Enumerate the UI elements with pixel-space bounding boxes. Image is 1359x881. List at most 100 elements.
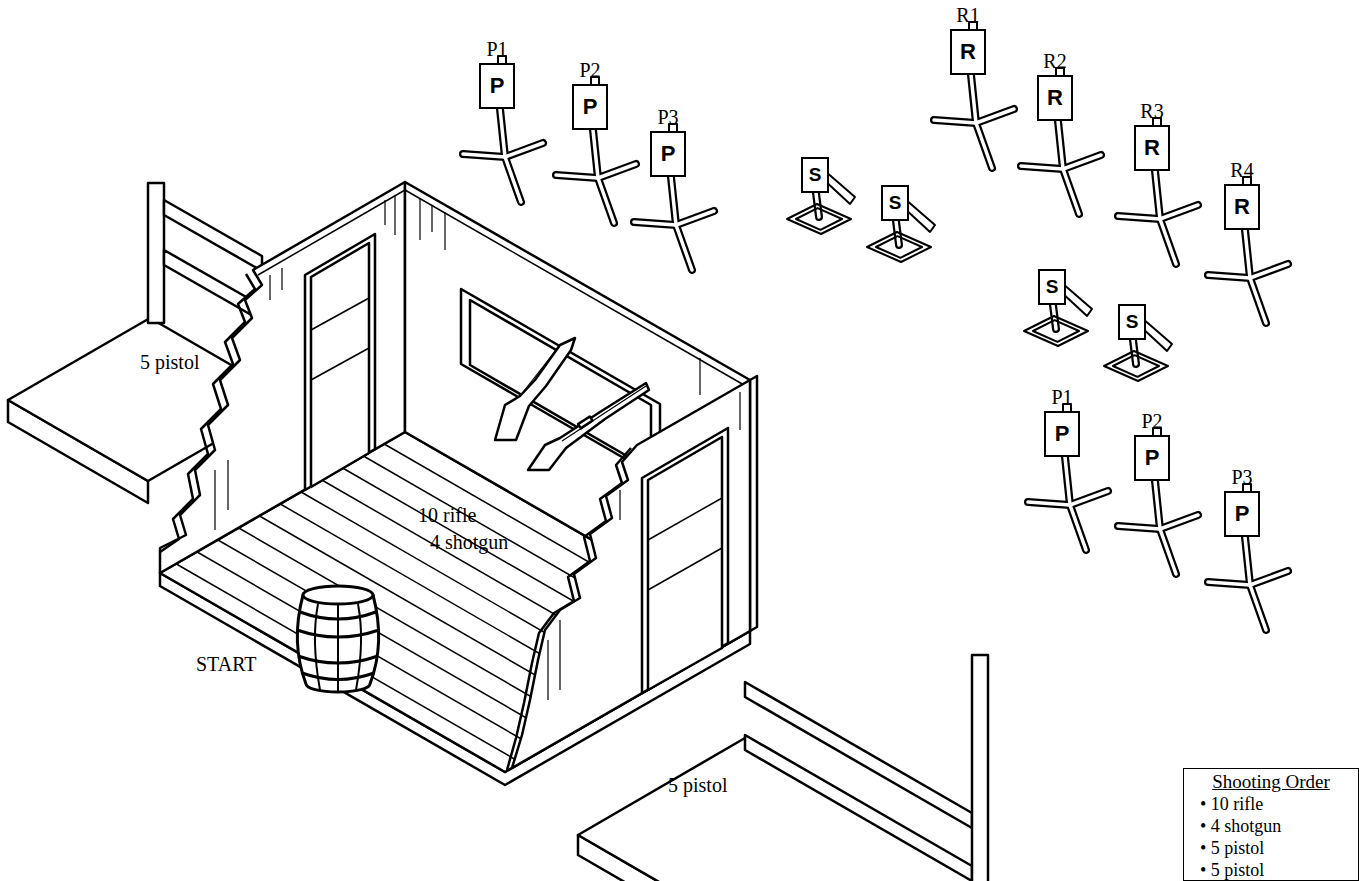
- stand-leg: [1250, 571, 1288, 585]
- station-label: 4 shotgun: [430, 530, 508, 554]
- rail: [164, 250, 262, 321]
- stand-leg: [1160, 515, 1198, 529]
- wall-face: [512, 380, 750, 768]
- shotgun-target: S: [801, 157, 829, 193]
- stand-leg: [1058, 121, 1063, 169]
- stand-leg: [1208, 275, 1250, 278]
- stand-leg: [1021, 166, 1063, 169]
- target-base: [867, 232, 931, 262]
- stand-leg: [1208, 582, 1250, 585]
- stand-leg: [976, 109, 1014, 123]
- target-letter: S: [1040, 271, 1064, 303]
- stand-leg: [1160, 205, 1198, 219]
- window-frame: [470, 300, 651, 470]
- stand-parts: [498, 22, 1251, 491]
- stand-leg: [671, 177, 676, 225]
- order-item: • 5 pistol: [1192, 837, 1350, 859]
- barrel-top: [303, 586, 373, 604]
- stand-leg: [1118, 526, 1160, 529]
- stand-leg: [971, 75, 976, 123]
- stand-leg: [505, 143, 543, 157]
- stand-leg: [976, 123, 992, 168]
- stand-leg: [1160, 205, 1198, 219]
- right-porch: [578, 655, 988, 881]
- stand-leg: [593, 130, 598, 178]
- stand-leg: [1118, 216, 1160, 219]
- target-letter: P: [481, 65, 513, 107]
- stand-leg: [1058, 121, 1063, 169]
- shotgun-symbol: [495, 338, 575, 440]
- target-base: [787, 204, 851, 234]
- target-number: P1: [459, 38, 535, 60]
- floor-plank: [197, 552, 542, 751]
- paper-target: P1P: [479, 63, 515, 109]
- stand-leg: [1250, 278, 1266, 323]
- stand-leg: [598, 178, 614, 223]
- stand-leg: [976, 109, 1014, 123]
- target-base: [796, 208, 842, 230]
- shotgun-target: S: [1118, 304, 1146, 340]
- stand-leg: [976, 123, 992, 168]
- stand-leg: [1155, 171, 1160, 219]
- stand-leg: [500, 109, 505, 157]
- stand-leg: [1155, 481, 1160, 529]
- stand-leg: [1070, 491, 1108, 505]
- stand-leg: [1063, 155, 1101, 169]
- paper-target: P2P: [1134, 435, 1170, 481]
- target-letter: P: [1136, 437, 1168, 479]
- stand-leg: [1160, 219, 1176, 264]
- stand-leg: [1118, 526, 1160, 529]
- door-frame: [642, 428, 728, 693]
- target-letter: R: [1136, 127, 1168, 169]
- target-base: [1024, 316, 1088, 346]
- stand-leg: [1065, 457, 1070, 505]
- stand-leg: [593, 130, 598, 178]
- stand-leg: [1028, 502, 1070, 505]
- order-item: • 5 pistol: [1192, 859, 1350, 881]
- stand-leg: [598, 178, 614, 223]
- target-base: [1104, 351, 1168, 381]
- wall-break: [507, 448, 631, 770]
- barrel-hoops: [297, 612, 379, 680]
- stand-leg: [1155, 481, 1160, 529]
- stand-leg: [505, 157, 521, 202]
- barrel-symbol: [297, 586, 379, 692]
- porch-rail: [648, 548, 722, 590]
- stand-leg: [1063, 169, 1079, 214]
- rail-post: [148, 183, 164, 323]
- order-item: • 10 rifle: [1192, 793, 1350, 815]
- door-frame: [305, 234, 375, 490]
- target-number: P2: [552, 59, 628, 81]
- stand-leg: [1250, 264, 1288, 278]
- paper-target: P3P: [1224, 491, 1260, 537]
- stand-leg: [1070, 505, 1086, 550]
- stand-leg: [1160, 529, 1176, 574]
- stand-leg: [1160, 529, 1176, 574]
- stand-leg: [1160, 515, 1198, 529]
- target-letter: P: [574, 86, 606, 128]
- stand-leg: [1160, 219, 1176, 264]
- target-letter: R: [1226, 186, 1258, 228]
- rail: [745, 735, 972, 881]
- stand-leg: [1063, 169, 1079, 214]
- target-base: [876, 236, 922, 258]
- station-label: START: [196, 652, 257, 676]
- target-number: P2: [1114, 410, 1190, 432]
- target-stands: [463, 22, 1288, 630]
- stand-leg: [598, 164, 636, 178]
- stand-leg: [1245, 230, 1250, 278]
- stand-leg: [1021, 166, 1063, 169]
- paper-target: R4R: [1224, 184, 1260, 230]
- wall-face: [160, 182, 405, 573]
- target-letter: P: [652, 133, 684, 175]
- paper-target: P3P: [650, 131, 686, 177]
- stand-leg: [671, 177, 676, 225]
- stand-leg: [505, 157, 521, 202]
- stand-leg: [934, 120, 976, 123]
- porch-rail: [311, 298, 369, 330]
- stand-leg: [463, 154, 505, 157]
- stand-leg: [598, 164, 636, 178]
- target-letter: S: [803, 159, 827, 191]
- target-base: [1113, 355, 1159, 377]
